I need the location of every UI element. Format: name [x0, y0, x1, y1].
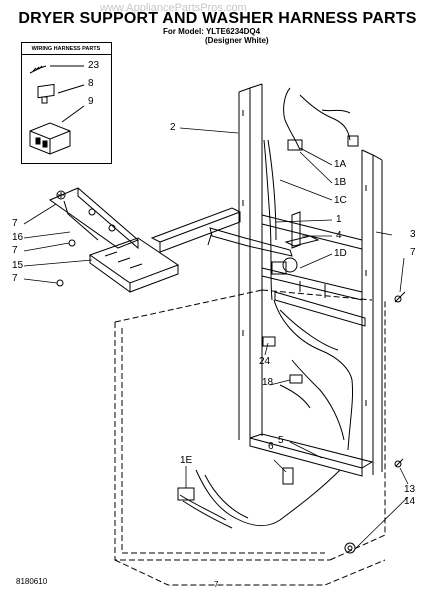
- wiring-harness: [179, 87, 354, 529]
- leader-8: [57, 84, 85, 94]
- legend-item-8: 8: [88, 78, 94, 89]
- callout-18: 18: [262, 377, 274, 388]
- document-number: 8180610: [16, 577, 48, 586]
- callout-13: 13: [404, 484, 416, 495]
- callout-2: 2: [170, 122, 176, 133]
- leader-9: [61, 105, 85, 123]
- callout-24: 24: [259, 356, 271, 367]
- callout-15: 15: [12, 260, 24, 271]
- middle-crossbar: [274, 281, 366, 327]
- callout-leaders: [23, 127, 409, 549]
- callout-1d: 1D: [334, 248, 347, 259]
- legend-item-9: 9: [88, 96, 94, 107]
- callout-1: 1: [336, 214, 342, 225]
- part-9-drawing: [29, 105, 85, 155]
- connectors: [177, 135, 359, 501]
- part-23-drawing: [29, 65, 84, 74]
- wiring-harness-parts-heading: WIRING HARNESS PARTS: [31, 46, 101, 52]
- color-line: (Designer White): [205, 36, 269, 45]
- upper-crossbar: [150, 207, 363, 301]
- model-line: For Model: YLTE6234DQ4: [163, 27, 261, 36]
- bracket-16: [48, 187, 139, 250]
- callout-1e: 1E: [180, 455, 193, 466]
- legend-item-23: 23: [88, 60, 100, 71]
- callout-1b: 1B: [334, 177, 347, 188]
- callout-7-right: 7: [410, 247, 416, 258]
- callout-16: 16: [12, 232, 24, 243]
- page-title: DRYER SUPPORT AND WASHER HARNESS PARTS: [18, 10, 417, 27]
- callout-1a: 1A: [334, 159, 347, 170]
- page-number: 7: [214, 580, 219, 589]
- callout-7-low-left: 7: [12, 273, 18, 284]
- callout-7-top-left: 7: [12, 218, 18, 229]
- clips: [282, 257, 404, 554]
- part-8-drawing: [37, 83, 85, 104]
- bracket-arm: [207, 227, 293, 257]
- left-support-post: [238, 83, 263, 440]
- right-support-post: [361, 149, 383, 475]
- callout-1c: 1C: [334, 195, 347, 206]
- bracket-4: [284, 211, 320, 249]
- callout-14: 14: [404, 496, 416, 507]
- lower-crossbar: [249, 433, 374, 477]
- watermark: www.AppliancePartsPros.com: [100, 2, 247, 14]
- callout-5: 5: [278, 435, 284, 446]
- callout-4: 4: [336, 230, 342, 241]
- callout-6: 6: [268, 441, 274, 452]
- plate-15: [88, 237, 180, 293]
- callout-3: 3: [410, 229, 416, 240]
- legend-divider: [21, 54, 111, 55]
- callout-7-mid-left: 7: [12, 245, 18, 256]
